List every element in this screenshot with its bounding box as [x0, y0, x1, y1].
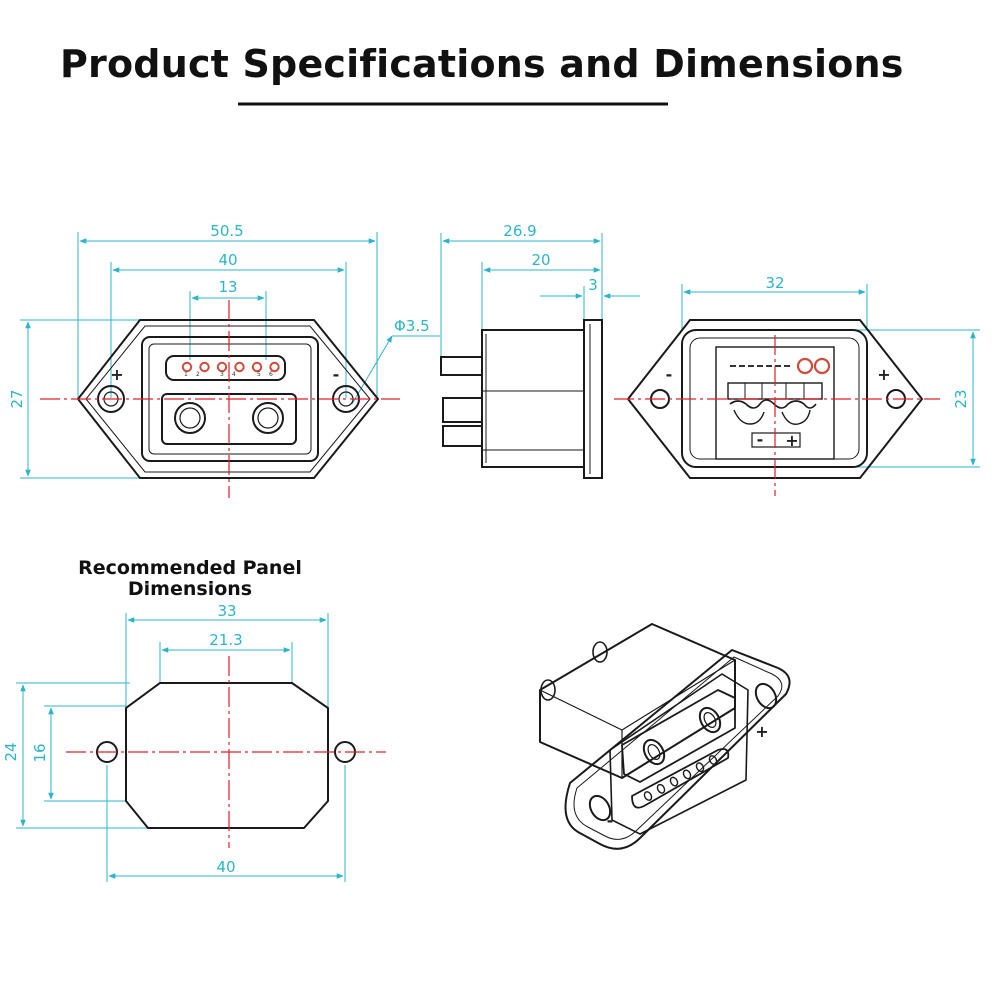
side-power-pin-lower	[442, 425, 483, 447]
iso-signal-pin-contact	[656, 783, 666, 794]
iso-signal-connector	[631, 748, 730, 809]
iso-power-housing	[621, 689, 736, 783]
power-socket-right	[252, 402, 284, 434]
dim-overall-depth	[440, 233, 603, 357]
isometric-view	[539, 623, 791, 850]
dim-label-overall-depth: 26.9	[503, 222, 536, 240]
power-socket-left	[174, 402, 206, 434]
dim-hole-spacing	[110, 262, 347, 398]
pin-number: 5	[257, 371, 261, 378]
dim-label-cutout-width: 33	[217, 602, 236, 620]
dim-cutout-width	[125, 613, 329, 708]
dim-label-hole-spacing: 40	[218, 251, 237, 269]
dim-label-cutout-height: 24	[2, 742, 20, 761]
iso-flange	[564, 649, 791, 850]
side-view: 26.9 20 3	[440, 222, 640, 479]
iso-body	[539, 623, 736, 779]
panel-centerlines	[66, 656, 386, 848]
dim-label-panel-hole-spacing: 40	[216, 858, 235, 876]
pin-number: 6	[269, 371, 273, 378]
signal-pin-contact	[269, 361, 280, 373]
front-minus-mark: -	[333, 365, 340, 384]
iso-signal-pin-contact	[695, 762, 705, 773]
iso-signal-pin-contact	[708, 755, 718, 765]
side-body	[481, 329, 585, 468]
pin-number: 2	[196, 371, 200, 378]
panel-title-line-1: Recommended Panel	[78, 557, 302, 579]
front-view: 50.5 40 13 27 Φ3.5	[8, 222, 440, 498]
signal-pin-contact	[216, 361, 228, 373]
side-flange	[583, 319, 603, 479]
iso-recess	[609, 673, 749, 835]
pin-numbers: 1 2 3 4 5 6	[184, 371, 273, 378]
iso-signal-pins	[643, 755, 718, 801]
dim-label-height: 27	[8, 389, 26, 408]
iso-signal-pin-contact	[669, 776, 679, 787]
signal-pin-contact	[199, 361, 210, 373]
dim-label-body-height: 23	[952, 389, 970, 408]
side-power-pin	[442, 397, 483, 423]
dim-inner-height	[44, 705, 126, 802]
rear-solder-cups	[727, 357, 831, 448]
iso-signal-pin-contact	[682, 769, 692, 780]
power-socket-right-inner	[257, 407, 279, 429]
iso-mount-hole-bottom	[588, 794, 612, 822]
dim-label-body-depth: 20	[531, 251, 550, 269]
dim-label-body-width: 32	[765, 274, 784, 292]
rear-view: 32 23 - + - +	[614, 274, 980, 496]
panel-title-line-2: Dimensions	[127, 578, 253, 600]
signal-pin-contact	[181, 361, 193, 373]
rear-minus-mark: -	[666, 365, 673, 384]
dim-height	[20, 319, 155, 479]
front-plus-mark: +	[110, 365, 123, 384]
panel-cutout-shape	[125, 682, 329, 829]
dim-body-height	[843, 329, 980, 468]
iso-minus-mark: -	[607, 811, 614, 830]
signal-pin-contact	[234, 361, 245, 373]
page-title: Product Specifications and Dimensions	[60, 42, 904, 86]
dim-panel-hole-spacing	[106, 765, 346, 882]
signal-pins	[181, 361, 280, 373]
dim-body-width	[681, 284, 868, 330]
pin-number: 1	[184, 371, 188, 378]
side-signal-pin	[440, 356, 483, 376]
pin-number: 4	[232, 371, 236, 378]
panel-cutout-view: 33 21.3 24 16 40	[2, 602, 386, 882]
dim-cutout-height	[16, 682, 148, 829]
rear-centerlines	[614, 335, 940, 496]
dim-label-signal-width: 13	[218, 278, 237, 296]
dim-label-hole-diameter: Φ3.5	[394, 317, 430, 335]
dim-overall-width	[77, 232, 378, 398]
front-centerlines	[40, 300, 400, 498]
rear-label-minus: -	[757, 430, 764, 449]
dim-label-inner-width: 21.3	[209, 631, 242, 649]
hole-diameter-leader	[351, 335, 393, 405]
pin-number: 3	[220, 371, 224, 378]
dim-inner-width	[159, 642, 293, 683]
panel-section-title: Recommended Panel Dimensions	[60, 558, 320, 600]
signal-connector	[165, 355, 286, 381]
dim-label-overall-width: 50.5	[210, 222, 243, 240]
iso-plus-mark: +	[755, 722, 768, 741]
rear-label-plus: +	[785, 431, 798, 450]
rear-plus-mark: +	[877, 365, 890, 384]
power-socket-left-inner	[179, 407, 201, 429]
dim-flange-thickness	[540, 286, 640, 320]
iso-signal-pin-contact	[643, 791, 653, 801]
dim-label-flange-thickness: 3	[588, 276, 598, 294]
iso-power-socket-right	[698, 706, 722, 734]
signal-pin-contact	[251, 361, 263, 373]
iso-mount-hole-top	[754, 682, 778, 710]
iso-power-socket-left	[642, 738, 666, 766]
dim-label-inner-height: 16	[31, 743, 49, 762]
